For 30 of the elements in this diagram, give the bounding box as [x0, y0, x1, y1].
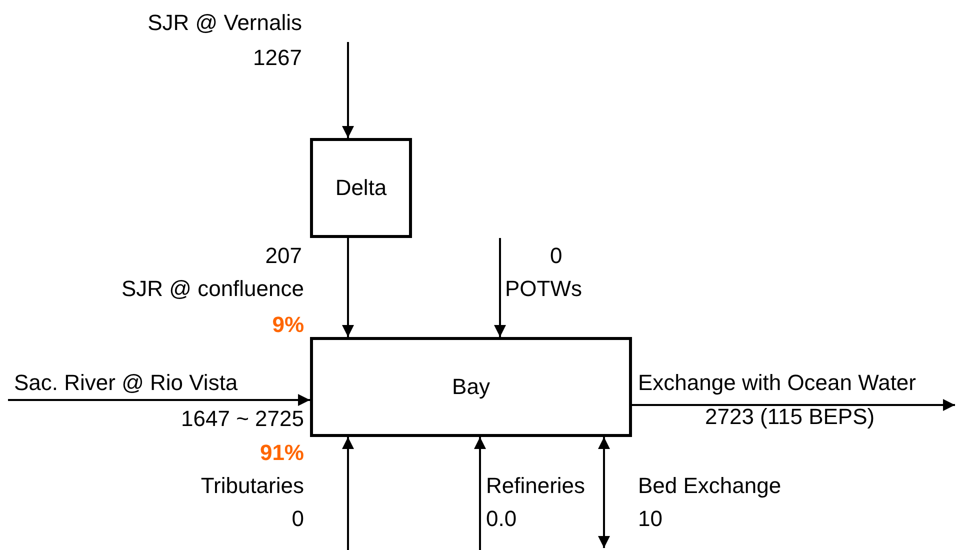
arrow [342, 238, 354, 337]
flow-label: 0 [292, 506, 304, 532]
process-box [310, 337, 632, 437]
percentage-label: 91% [260, 440, 304, 466]
flow-label: 0.0 [486, 506, 517, 532]
flow-label: 10 [638, 506, 662, 532]
flow-label: 2723 (115 BEPS) [705, 404, 875, 430]
arrow [598, 437, 610, 548]
flow-label: Sac. River @ Rio Vista [14, 370, 238, 396]
arrow [342, 437, 354, 550]
percentage-label: 9% [272, 312, 304, 338]
flow-label: 1267 [253, 45, 302, 71]
flow-label: Refineries [486, 473, 586, 499]
flow-label: POTWs [505, 276, 582, 302]
flow-label: Bed Exchange [638, 473, 782, 499]
flow-label: SJR @ confluence [121, 276, 304, 302]
flow-label: 207 [265, 243, 302, 269]
node-label: Bay [452, 374, 490, 400]
arrow [474, 437, 486, 550]
arrow [494, 238, 506, 337]
flow-label: Tributaries [200, 473, 304, 499]
flow-label: Exchange with Ocean Water [638, 370, 916, 396]
arrow [342, 42, 354, 138]
arrow [632, 399, 955, 411]
process-box [310, 138, 412, 238]
flow-label: 0 [550, 243, 562, 269]
arrow [8, 394, 310, 406]
flow-label: 1647 ~ 2725 [181, 406, 304, 432]
flow-label: SJR @ Vernalis [148, 10, 302, 36]
node-label: Delta [335, 175, 387, 201]
